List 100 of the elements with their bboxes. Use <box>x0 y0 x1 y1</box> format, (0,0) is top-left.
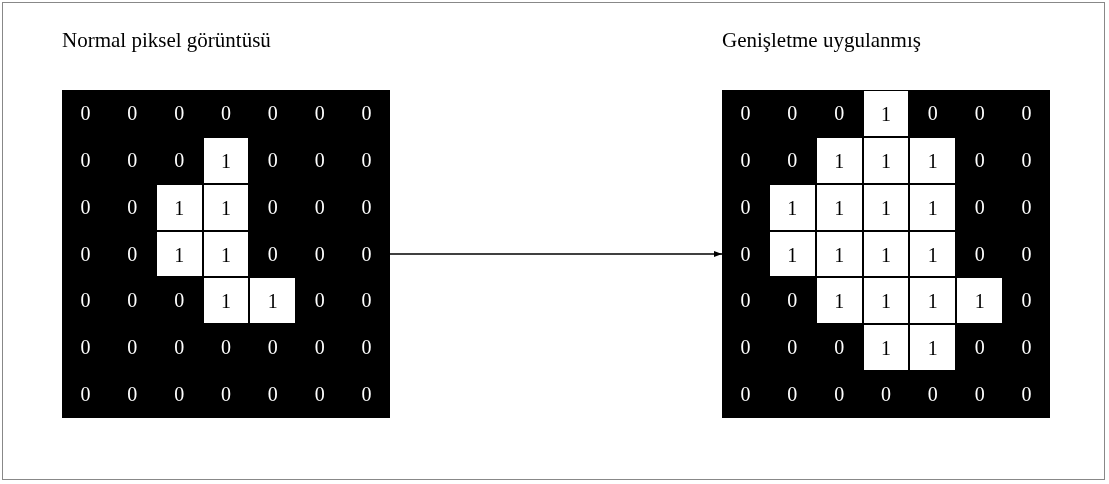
pixel-value: 0 <box>220 101 232 126</box>
pixel-value: 0 <box>973 241 986 267</box>
pixel-value: 0 <box>880 382 892 408</box>
pixel-value: 0 <box>739 241 752 267</box>
pixel-value: 0 <box>1020 147 1033 173</box>
pixel-value: 0 <box>1020 382 1033 408</box>
pixel-value: 0 <box>126 335 139 361</box>
pixel-value: 1 <box>815 183 863 231</box>
pixel-value: 1 <box>862 183 910 231</box>
pixel-value: 0 <box>833 101 846 126</box>
pixel-value: 0 <box>126 288 139 314</box>
pixel-value: 0 <box>1020 194 1033 220</box>
pixel-value: 0 <box>833 382 846 408</box>
pixel-value: 0 <box>926 101 939 126</box>
pixel-value: 0 <box>739 288 752 314</box>
pixel-value: 0 <box>266 335 279 361</box>
pixel-value: 0 <box>79 288 92 314</box>
pixel-value: 0 <box>266 241 279 267</box>
pixel-value: 0 <box>973 101 986 126</box>
pixel-value: 0 <box>739 147 752 173</box>
pixel-value: 0 <box>126 194 139 220</box>
pixel-value: 1 <box>862 230 910 278</box>
pixel-value: 1 <box>909 277 957 325</box>
pixel-value: 1 <box>815 230 863 278</box>
pixel-value: 1 <box>155 230 203 278</box>
pixel-value: 0 <box>266 101 279 126</box>
pixel-value: 1 <box>815 277 863 325</box>
pixel-value: 0 <box>313 382 326 408</box>
pixel-value: 1 <box>249 277 297 325</box>
pixel-value: 0 <box>739 101 752 126</box>
pixel-value: 0 <box>79 147 92 173</box>
pixel-value: 0 <box>926 382 939 408</box>
pixel-value: 1 <box>956 277 1004 325</box>
pixel-value: 0 <box>173 147 186 173</box>
pixel-value: 0 <box>360 147 373 173</box>
pixel-value: 0 <box>79 101 92 126</box>
grid-heading: Genişletme uygulanmış <box>722 28 921 53</box>
pixel-value: 1 <box>768 183 816 231</box>
pixel-value: 0 <box>126 101 139 126</box>
pixel-value: 0 <box>126 382 139 408</box>
pixel-value: 1 <box>815 136 863 184</box>
pixel-value: 0 <box>360 288 373 314</box>
pixel-value: 1 <box>202 136 250 184</box>
pixel-value: 0 <box>313 241 326 267</box>
pixel-value: 0 <box>266 147 279 173</box>
pixel-value: 0 <box>266 382 279 408</box>
pixel-value: 0 <box>126 241 139 267</box>
pixel-value: 0 <box>360 101 373 126</box>
pixel-value: 1 <box>155 183 203 231</box>
pixel-value: 0 <box>220 335 232 361</box>
pixel-value: 0 <box>973 194 986 220</box>
pixel-value: 0 <box>786 335 799 361</box>
pixel-value: 0 <box>313 101 326 126</box>
pixel-value: 0 <box>266 194 279 220</box>
pixel-value: 0 <box>360 335 373 361</box>
pixel-value: 0 <box>360 241 373 267</box>
pixel-value: 0 <box>173 382 186 408</box>
pixel-value: 0 <box>973 147 986 173</box>
pixel-value: 1 <box>909 230 957 278</box>
pixel-value: 1 <box>202 183 250 231</box>
pixel-value: 0 <box>313 194 326 220</box>
pixel-value: 0 <box>739 335 752 361</box>
pixel-value: 0 <box>173 101 186 126</box>
pixel-value: 0 <box>173 335 186 361</box>
pixel-value: 1 <box>768 230 816 278</box>
pixel-value: 0 <box>220 382 232 408</box>
pixel-value: 0 <box>79 335 92 361</box>
pixel-value: 0 <box>786 101 799 126</box>
pixel-value: 0 <box>1020 101 1033 126</box>
pixel-value: 0 <box>313 335 326 361</box>
pixel-value: 1 <box>909 183 957 231</box>
pixel-value: 1 <box>202 277 250 325</box>
pixel-value: 0 <box>786 382 799 408</box>
pixel-value: 0 <box>313 288 326 314</box>
pixel-value: 0 <box>79 241 92 267</box>
pixel-value: 1 <box>862 324 910 372</box>
pixel-value: 1 <box>862 277 910 325</box>
pixel-value: 0 <box>360 194 373 220</box>
pixel-value: 0 <box>1020 335 1033 361</box>
pixel-value: 0 <box>79 194 92 220</box>
pixel-value: 0 <box>1020 288 1033 314</box>
pixel-value: 0 <box>173 288 186 314</box>
pixel-value: 0 <box>1020 241 1033 267</box>
pixel-value: 0 <box>973 382 986 408</box>
grid-heading: Normal piksel görüntüsü <box>62 28 271 53</box>
pixel-value: 1 <box>862 90 910 137</box>
pixel-value: 0 <box>739 194 752 220</box>
pixel-value: 0 <box>126 147 139 173</box>
pixel-value: 1 <box>862 136 910 184</box>
pixel-value: 1 <box>909 136 957 184</box>
pixel-value: 0 <box>973 335 986 361</box>
arrow <box>389 251 723 257</box>
pixel-value: 0 <box>786 288 799 314</box>
pixel-value: 0 <box>313 147 326 173</box>
pixel-value: 0 <box>833 335 846 361</box>
pixel-value: 0 <box>739 382 752 408</box>
pixel-value: 0 <box>786 147 799 173</box>
pixel-value: 1 <box>202 230 250 278</box>
pixel-value: 0 <box>79 382 92 408</box>
pixel-value: 1 <box>909 324 957 372</box>
